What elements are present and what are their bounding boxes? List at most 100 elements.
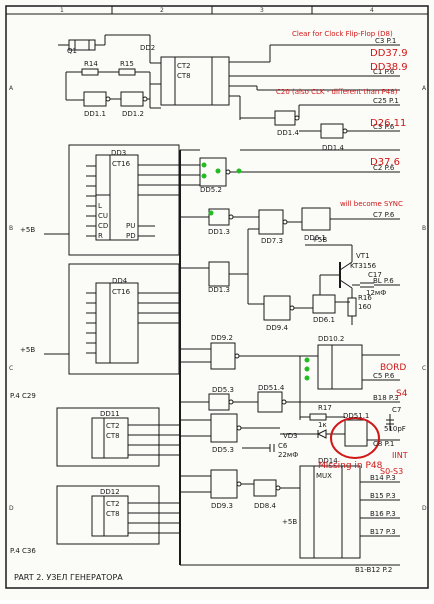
net-b14-p3: B14 P.3 <box>370 474 396 482</box>
diode-vd3 <box>316 429 327 439</box>
net-c3-p6: C3 P.6 <box>373 123 395 131</box>
marker-dot <box>201 162 207 168</box>
marker-dot <box>236 168 242 174</box>
diagram-title: PART 2. УЗЕЛ ГЕНЕРАТОРА <box>14 573 123 582</box>
label-dd1-1: DD1.1 <box>84 110 106 118</box>
annotation-sync: will become SYNC <box>340 200 403 208</box>
annotation-dd37-9: DD37.9 <box>370 48 408 59</box>
net-c3-p1: C3 P.1 <box>375 37 396 45</box>
net-b16-p3: B16 P.3 <box>370 510 396 518</box>
counter-dd3 <box>95 154 139 241</box>
label-dd51-4: DD51.4 <box>258 384 285 392</box>
gate-dd6-1b <box>312 294 336 314</box>
net-b1-b12-p2: B1-B12 P.2 <box>355 566 392 574</box>
chip-r: R <box>98 232 103 240</box>
grid-row-a-right: A <box>422 85 427 92</box>
label-dd9-4: DD9.4 <box>266 324 288 332</box>
label-dd8-1: DD5.3 <box>212 386 234 394</box>
label-dd4: DD4 <box>112 277 128 285</box>
label-r17: R17 <box>318 404 332 412</box>
label-dd6-1: DD6.1 <box>304 234 326 242</box>
net-c8-p1: C8 P.1 <box>373 440 394 448</box>
label-r14: R14 <box>84 60 98 68</box>
flipflop-dd10-2 <box>317 344 363 390</box>
gate-dd8-4 <box>253 479 277 497</box>
label-r15: R15 <box>120 60 134 68</box>
label-p5v-3: +5В <box>312 236 327 244</box>
gate-dd1-4 <box>274 110 296 126</box>
annotation-dd38-9: DD38.9 <box>370 62 408 73</box>
label-dd1-3b: DD1.3 <box>208 286 230 294</box>
gate-dd6-1 <box>301 207 331 231</box>
grid-col-3: 3 <box>260 7 264 14</box>
chip-mux: MUX <box>316 472 332 480</box>
chip-cd: CD <box>98 222 108 230</box>
gate-dd51-1 <box>344 419 368 447</box>
label-c6: C6 <box>278 442 288 450</box>
net-b17-p3: B17 P.3 <box>370 528 396 536</box>
label-dd1-4: DD1.4 <box>277 129 299 137</box>
resistor-r16 <box>347 297 357 317</box>
dd12-frame <box>56 485 160 545</box>
annotation-d26-11: D26.11 <box>370 118 406 129</box>
chip-ct8-dd11: CT8 <box>106 432 120 440</box>
chip-pu: PU <box>126 222 135 230</box>
grid-col-1: 1 <box>60 7 64 14</box>
net-c1-p6: C1 P.6 <box>373 68 395 76</box>
gate-dd9-2 <box>210 342 236 370</box>
chip-cu: CU <box>98 212 108 220</box>
marker-dot <box>304 366 310 372</box>
chip-ct8: CT8 <box>177 72 191 80</box>
annotation-d37-6: D37.6 <box>370 157 400 168</box>
label-dd9-2: DD9.2 <box>211 334 233 342</box>
gate-dd7-3 <box>258 209 284 235</box>
annotation-s0-s3: S0-S3 <box>380 467 403 476</box>
gate-dd51-4 <box>257 391 283 413</box>
resistor-r17 <box>309 413 327 421</box>
label-dd12: DD12 <box>100 488 120 496</box>
label-dd7-3: DD7.3 <box>261 237 283 245</box>
counter-dd2 <box>160 56 230 106</box>
chip-l: L <box>98 202 102 210</box>
label-kt3156: KT3156 <box>350 262 377 270</box>
label-dd1-2: DD1.2 <box>122 110 144 118</box>
label-dd5-2: DD5.2 <box>200 186 222 194</box>
resistor-r15 <box>118 68 136 76</box>
dd4-frame <box>68 263 180 375</box>
gate-dd9-3 <box>210 469 238 499</box>
counter-dd11 <box>91 417 129 459</box>
label-c7-value: 510pF <box>384 425 406 433</box>
mux-dd14 <box>299 465 361 559</box>
marker-dot <box>201 173 207 179</box>
ref-p4-c29: P.4 C29 <box>10 392 36 400</box>
net-c7-p6: C7 P.6 <box>373 211 395 219</box>
label-dd6-1b: DD6.1 <box>313 316 335 324</box>
gate-dd8-1 <box>208 393 230 411</box>
label-r16-value: 160 <box>358 303 371 311</box>
label-dd51-1: DD51.1 <box>343 412 369 420</box>
marker-dot <box>304 357 310 363</box>
label-p5v-1: +5В <box>20 226 35 234</box>
ref-p4-c36: P.4 C36 <box>10 547 36 555</box>
label-dd14: DD14 <box>318 457 338 465</box>
label-dd3: DD3 <box>111 149 126 157</box>
gate-dd1-1 <box>83 91 107 107</box>
sheet-border <box>5 5 429 589</box>
resistor-r14 <box>81 68 99 76</box>
chip-ct2: CT2 <box>177 62 191 70</box>
label-r17-value: 1к <box>318 421 327 429</box>
label-dd2: DD2 <box>140 44 155 52</box>
label-q1: Q1 <box>67 47 77 55</box>
label-c17-value: 12мФ <box>366 289 386 297</box>
gate-dd1-3b <box>208 261 230 287</box>
label-dd1-3: DD1.3 <box>208 228 230 236</box>
annotation-missing: Missing in P48 <box>318 461 383 471</box>
label-p5v-4: +5В <box>282 518 297 526</box>
chip-ct8-dd12: CT8 <box>106 510 120 518</box>
label-dd9-3: DD9.3 <box>211 502 233 510</box>
counter-dd12 <box>91 495 129 537</box>
label-vd3: VD3 <box>283 432 298 440</box>
label-r16: R16 <box>358 294 372 302</box>
